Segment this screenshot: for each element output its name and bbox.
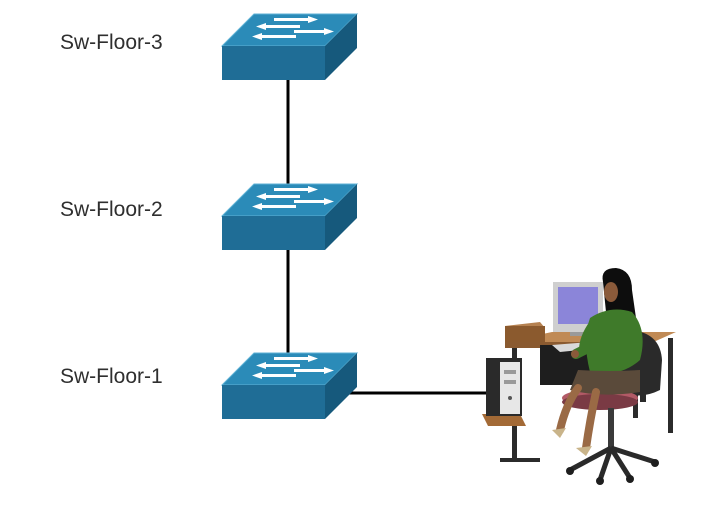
switch-label-floor-1: Sw-Floor-1 [60, 365, 163, 388]
switch-floor-1[interactable] [220, 352, 359, 419]
switch-floor-3[interactable] [220, 13, 359, 80]
switch-label-floor-3: Sw-Floor-3 [60, 31, 163, 54]
pc-user-icon[interactable] [482, 268, 676, 485]
switch-label-floor-2: Sw-Floor-2 [60, 198, 163, 221]
switch-floor-2[interactable] [220, 183, 359, 250]
